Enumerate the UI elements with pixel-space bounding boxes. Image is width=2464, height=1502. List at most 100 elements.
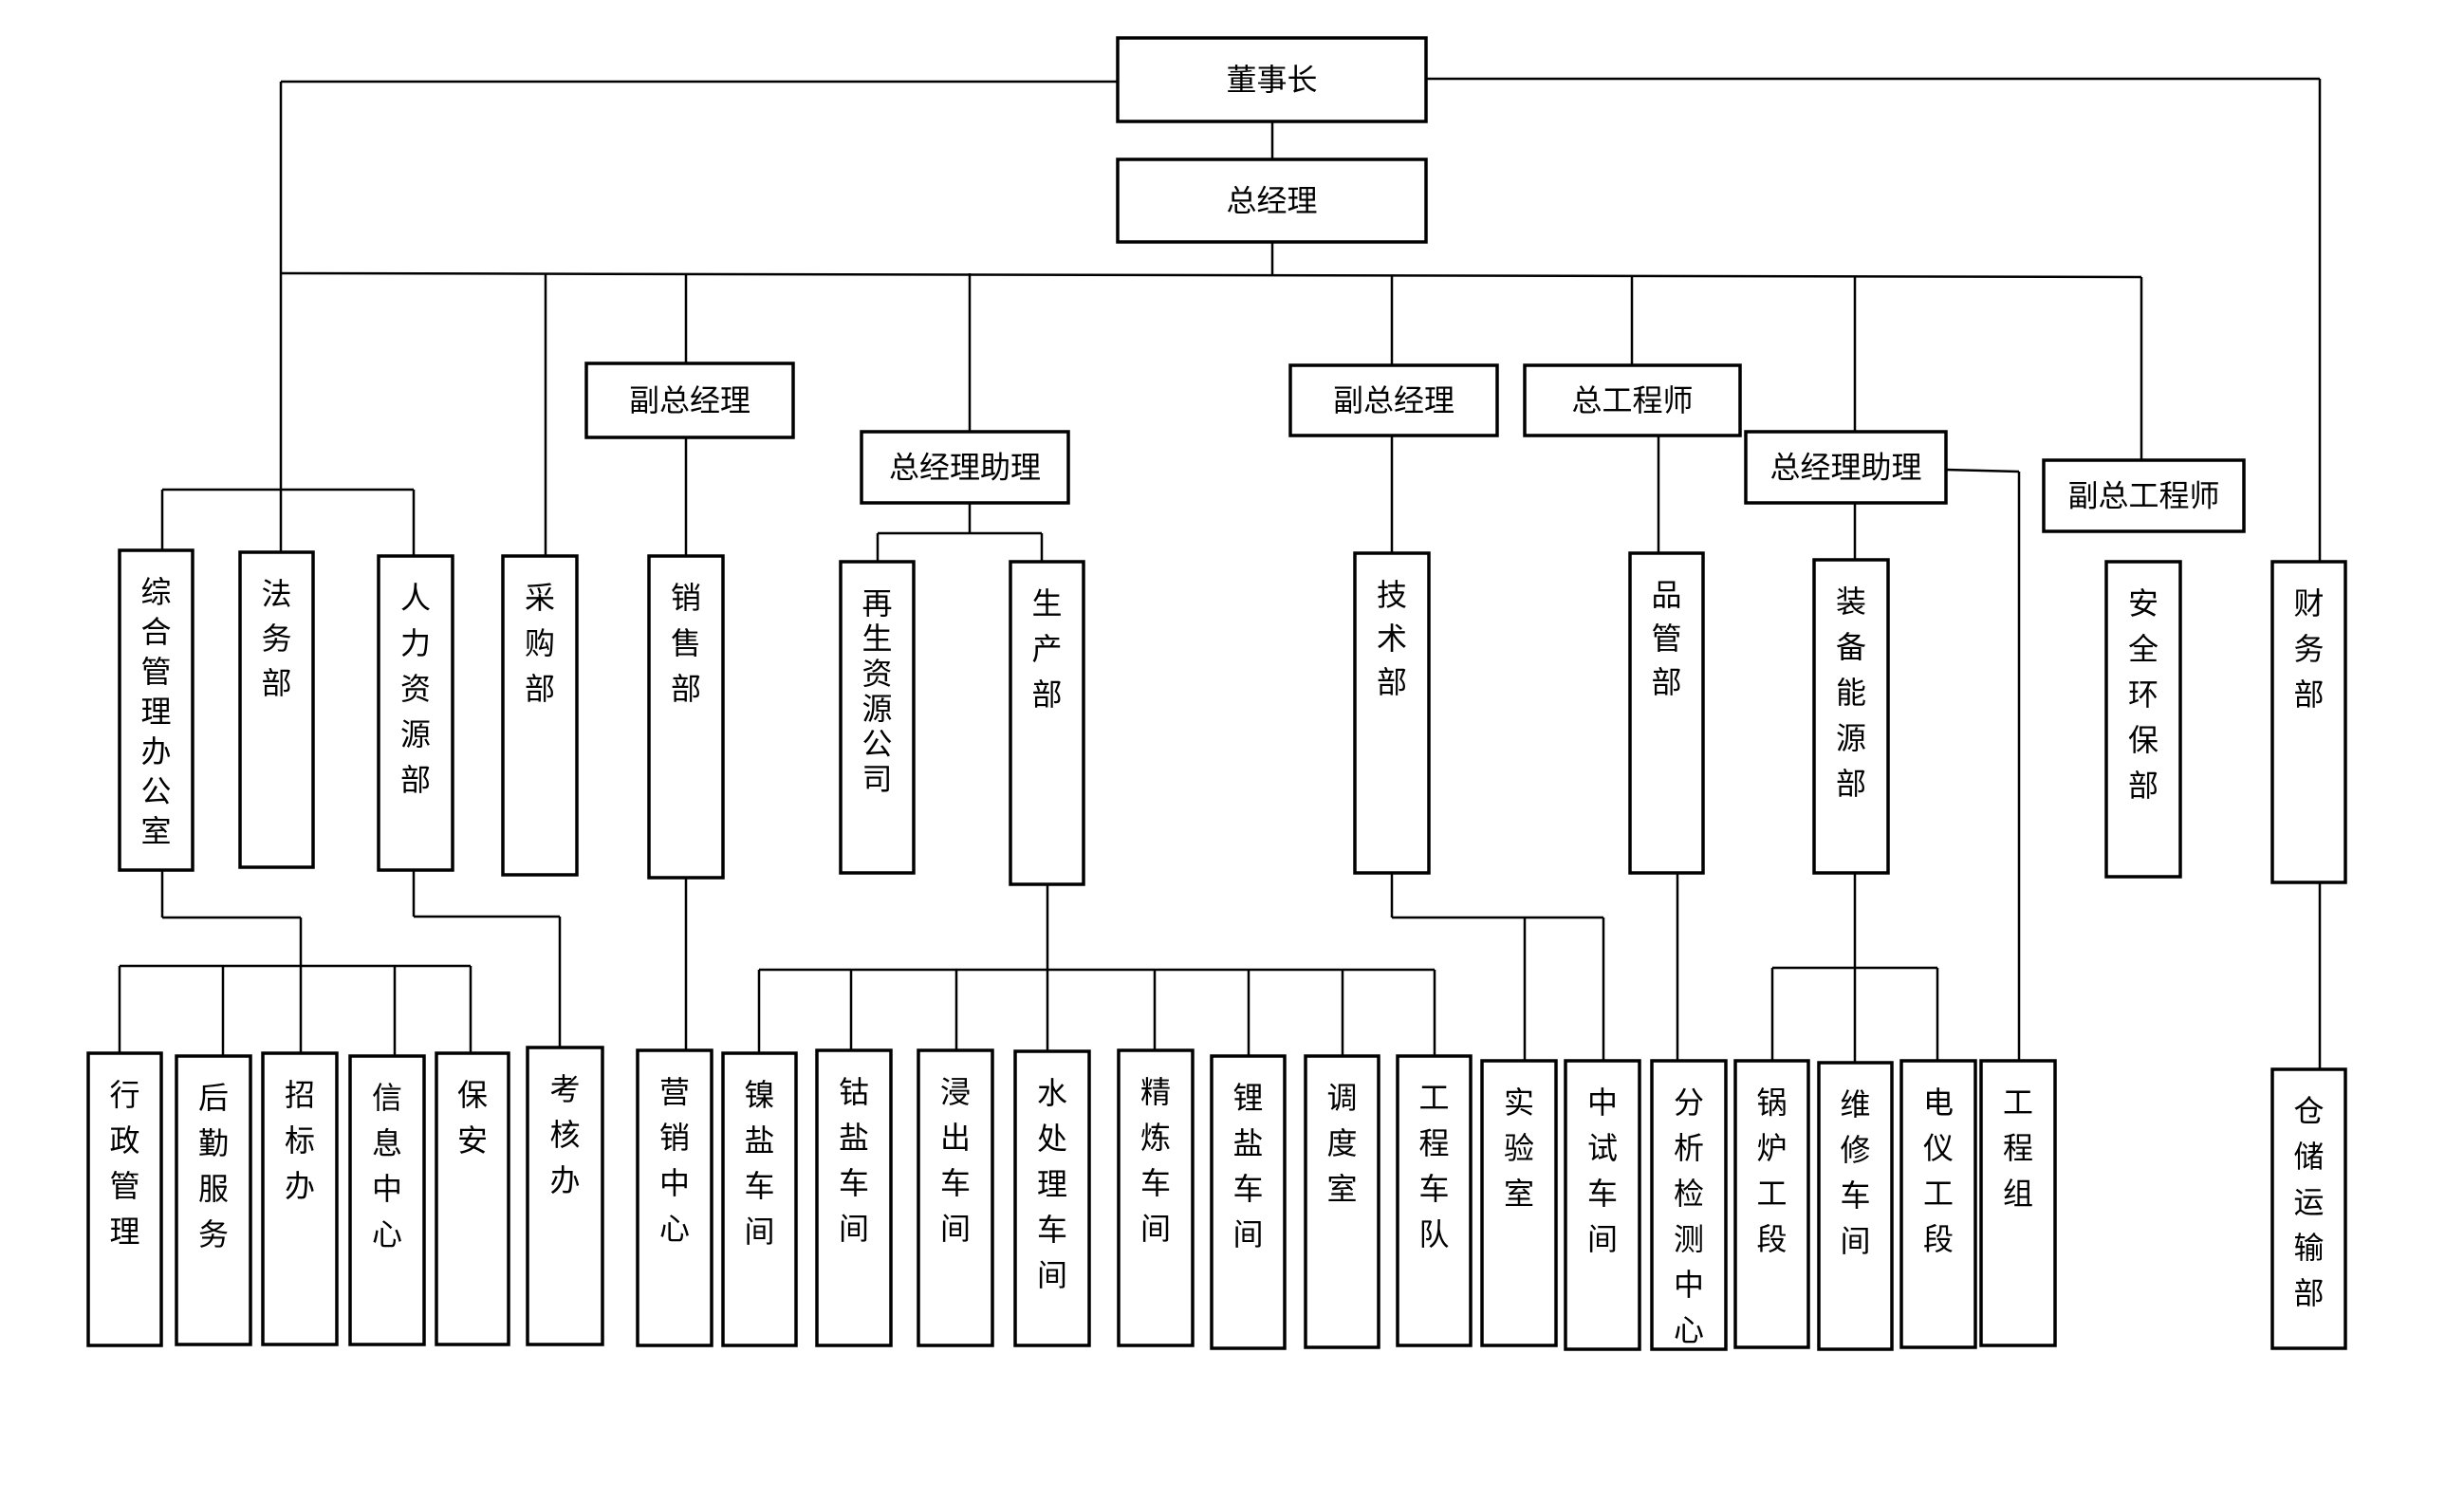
box-unit-info-center: 信息中心 bbox=[348, 1054, 426, 1346]
box-unit-laboratory-frame bbox=[1480, 1059, 1558, 1347]
box-dept-purchase: 采购部 bbox=[501, 554, 579, 877]
box-unit-info-center-frame bbox=[348, 1054, 426, 1346]
box-chairman-label: 董事长 bbox=[1226, 62, 1317, 98]
box-unit-refining-workshop-frame bbox=[1117, 1048, 1195, 1347]
box-unit-assessment-frame bbox=[526, 1046, 604, 1346]
box-dept-admin-office-frame bbox=[118, 548, 195, 872]
box-dept-purchase-frame bbox=[501, 554, 579, 877]
org-boxes: 董事长总经理副总经理总经理助理副总经理总工程师总经理助理副总工程师综合管理办公室… bbox=[86, 36, 2347, 1351]
box-unit-admin-mgmt-label: 行政管理 bbox=[109, 1077, 139, 1250]
box-vice-gm-sales: 副总经理 bbox=[584, 362, 795, 439]
box-unit-warehouse-transport-frame bbox=[2270, 1067, 2347, 1350]
box-chief-engineer-frame bbox=[1523, 363, 1742, 437]
box-unit-analysis-center-frame bbox=[1650, 1059, 1728, 1351]
box-unit-analysis-center: 分析检测中心 bbox=[1650, 1059, 1728, 1351]
box-general-manager: 总经理 bbox=[1116, 158, 1428, 244]
box-unit-engineering-team: 工程车队 bbox=[1396, 1054, 1473, 1347]
box-deputy-chief-engineer: 副总工程师 bbox=[2042, 458, 2246, 533]
box-unit-electrical-section-label: 电仪工段 bbox=[1923, 1085, 1954, 1257]
box-dept-legal-label: 法务部 bbox=[261, 576, 291, 701]
box-gm-assistant-equipment-label: 总经理助理 bbox=[1769, 450, 1921, 486]
box-dept-admin-office-label: 综合管理办公室 bbox=[140, 574, 171, 849]
box-dept-production-label: 生产部 bbox=[1031, 585, 1062, 713]
box-deputy-chief-engineer-frame bbox=[2042, 458, 2246, 533]
box-unit-analysis-center-label: 分析检测中心 bbox=[1674, 1085, 1704, 1348]
box-chairman-frame bbox=[1116, 36, 1428, 123]
box-dept-production: 生产部 bbox=[1009, 560, 1085, 886]
box-unit-pilot-workshop-frame bbox=[1564, 1059, 1641, 1351]
box-dept-sales-label: 销售部 bbox=[671, 580, 701, 707]
box-dept-sales-frame bbox=[647, 554, 725, 880]
box-gm-assistant-production-label: 总经理助理 bbox=[889, 450, 1041, 486]
box-dept-safety-frame bbox=[2104, 560, 2182, 879]
box-dept-safety-label: 安全环保部 bbox=[2128, 585, 2158, 804]
box-chairman: 董事长 bbox=[1116, 36, 1428, 123]
box-unit-bidding-frame bbox=[261, 1051, 339, 1346]
box-unit-laboratory: 实验室 bbox=[1480, 1059, 1558, 1347]
box-unit-lithium-workshop-frame bbox=[1210, 1054, 1287, 1350]
box-unit-admin-mgmt: 行政管理 bbox=[86, 1051, 163, 1347]
box-general-manager-label: 总经理 bbox=[1226, 183, 1317, 219]
box-unit-cobalt-workshop: 钴盐车间 bbox=[815, 1048, 893, 1347]
box-dept-purchase-label: 采购部 bbox=[525, 580, 555, 707]
box-vice-gm-tech-label: 副总经理 bbox=[1333, 382, 1454, 418]
box-unit-logistics-label: 后勤服务 bbox=[198, 1080, 229, 1252]
box-dept-finance-frame bbox=[2270, 560, 2347, 884]
box-unit-repair-workshop: 维修车间 bbox=[1817, 1061, 1894, 1351]
box-dept-recycle-frame bbox=[839, 560, 916, 875]
box-unit-water-treatment: 水处理车间 bbox=[1013, 1049, 1091, 1347]
box-unit-boiler-section: 锅炉工段 bbox=[1733, 1059, 1810, 1349]
box-dept-finance-label: 财务部 bbox=[2293, 585, 2324, 713]
box-gm-assistant-production: 总经理助理 bbox=[860, 430, 1070, 505]
box-dept-recycle: 再生资源公司 bbox=[839, 560, 916, 875]
box-dept-equipment-label: 装备能源部 bbox=[1836, 584, 1866, 802]
box-general-manager-frame bbox=[1116, 158, 1428, 244]
box-unit-dispatch-room-label: 调度室 bbox=[1326, 1080, 1357, 1207]
box-dept-recycle-label: 再生资源公司 bbox=[861, 585, 892, 797]
box-unit-logistics-frame bbox=[175, 1054, 252, 1346]
box-unit-repair-workshop-frame bbox=[1817, 1061, 1894, 1351]
box-unit-dispatch-room: 调度室 bbox=[1304, 1054, 1380, 1349]
box-vice-gm-tech: 副总经理 bbox=[1288, 363, 1499, 437]
box-unit-bidding: 招标办 bbox=[261, 1051, 339, 1346]
box-unit-warehouse-transport-label: 仓储运输部 bbox=[2293, 1093, 2324, 1311]
box-unit-bidding-label: 招标办 bbox=[285, 1077, 315, 1204]
box-deputy-chief-engineer-label: 副总工程师 bbox=[2067, 478, 2219, 514]
box-unit-security: 保安 bbox=[435, 1051, 510, 1346]
box-unit-leaching-workshop: 浸出车间 bbox=[917, 1048, 994, 1347]
box-unit-refining-workshop-label: 精炼车间 bbox=[1140, 1074, 1171, 1247]
box-vice-gm-sales-label: 副总经理 bbox=[629, 382, 750, 418]
box-dept-hr-frame bbox=[377, 554, 454, 872]
box-unit-cobalt-workshop-label: 钴盐车间 bbox=[839, 1074, 869, 1247]
box-unit-logistics: 后勤服务 bbox=[175, 1054, 252, 1346]
box-dept-equipment-frame bbox=[1812, 558, 1890, 875]
box-unit-cobalt-workshop-frame bbox=[815, 1048, 893, 1347]
box-unit-water-treatment-frame bbox=[1013, 1049, 1091, 1347]
box-dept-safety: 安全环保部 bbox=[2104, 560, 2182, 879]
box-vice-gm-sales-frame bbox=[584, 362, 795, 439]
box-unit-admin-mgmt-frame bbox=[86, 1051, 163, 1347]
box-dept-quality: 品管部 bbox=[1628, 551, 1705, 875]
box-gm-assistant-equipment-frame bbox=[1744, 430, 1948, 505]
box-dept-quality-frame bbox=[1628, 551, 1705, 875]
box-unit-pilot-workshop-label: 中试车间 bbox=[1587, 1085, 1618, 1257]
box-unit-engineering-group-frame bbox=[1979, 1059, 2057, 1347]
box-dept-tech-frame bbox=[1353, 551, 1431, 875]
box-unit-engineering-group-label: 工程组 bbox=[2003, 1085, 2033, 1212]
box-dept-legal: 法务部 bbox=[238, 550, 315, 869]
box-unit-assessment-label: 考核办 bbox=[549, 1071, 580, 1198]
box-gm-assistant-equipment: 总经理助理 bbox=[1744, 430, 1948, 505]
box-chief-engineer: 总工程师 bbox=[1523, 363, 1742, 437]
box-unit-nickel-workshop-frame bbox=[721, 1051, 798, 1347]
box-unit-nickel-workshop-label: 镍盐车间 bbox=[744, 1077, 774, 1250]
box-unit-refining-workshop: 精炼车间 bbox=[1117, 1048, 1195, 1347]
box-unit-electrical-section: 电仪工段 bbox=[1899, 1059, 1977, 1349]
box-unit-boiler-section-frame bbox=[1733, 1059, 1810, 1349]
box-unit-warehouse-transport: 仓储运输部 bbox=[2270, 1067, 2347, 1350]
box-unit-info-center-label: 信息中心 bbox=[372, 1080, 402, 1252]
box-unit-leaching-workshop-frame bbox=[917, 1048, 994, 1347]
box-unit-nickel-workshop: 镍盐车间 bbox=[721, 1051, 798, 1347]
box-dept-finance: 财务部 bbox=[2270, 560, 2347, 884]
box-dept-equipment: 装备能源部 bbox=[1812, 558, 1890, 875]
